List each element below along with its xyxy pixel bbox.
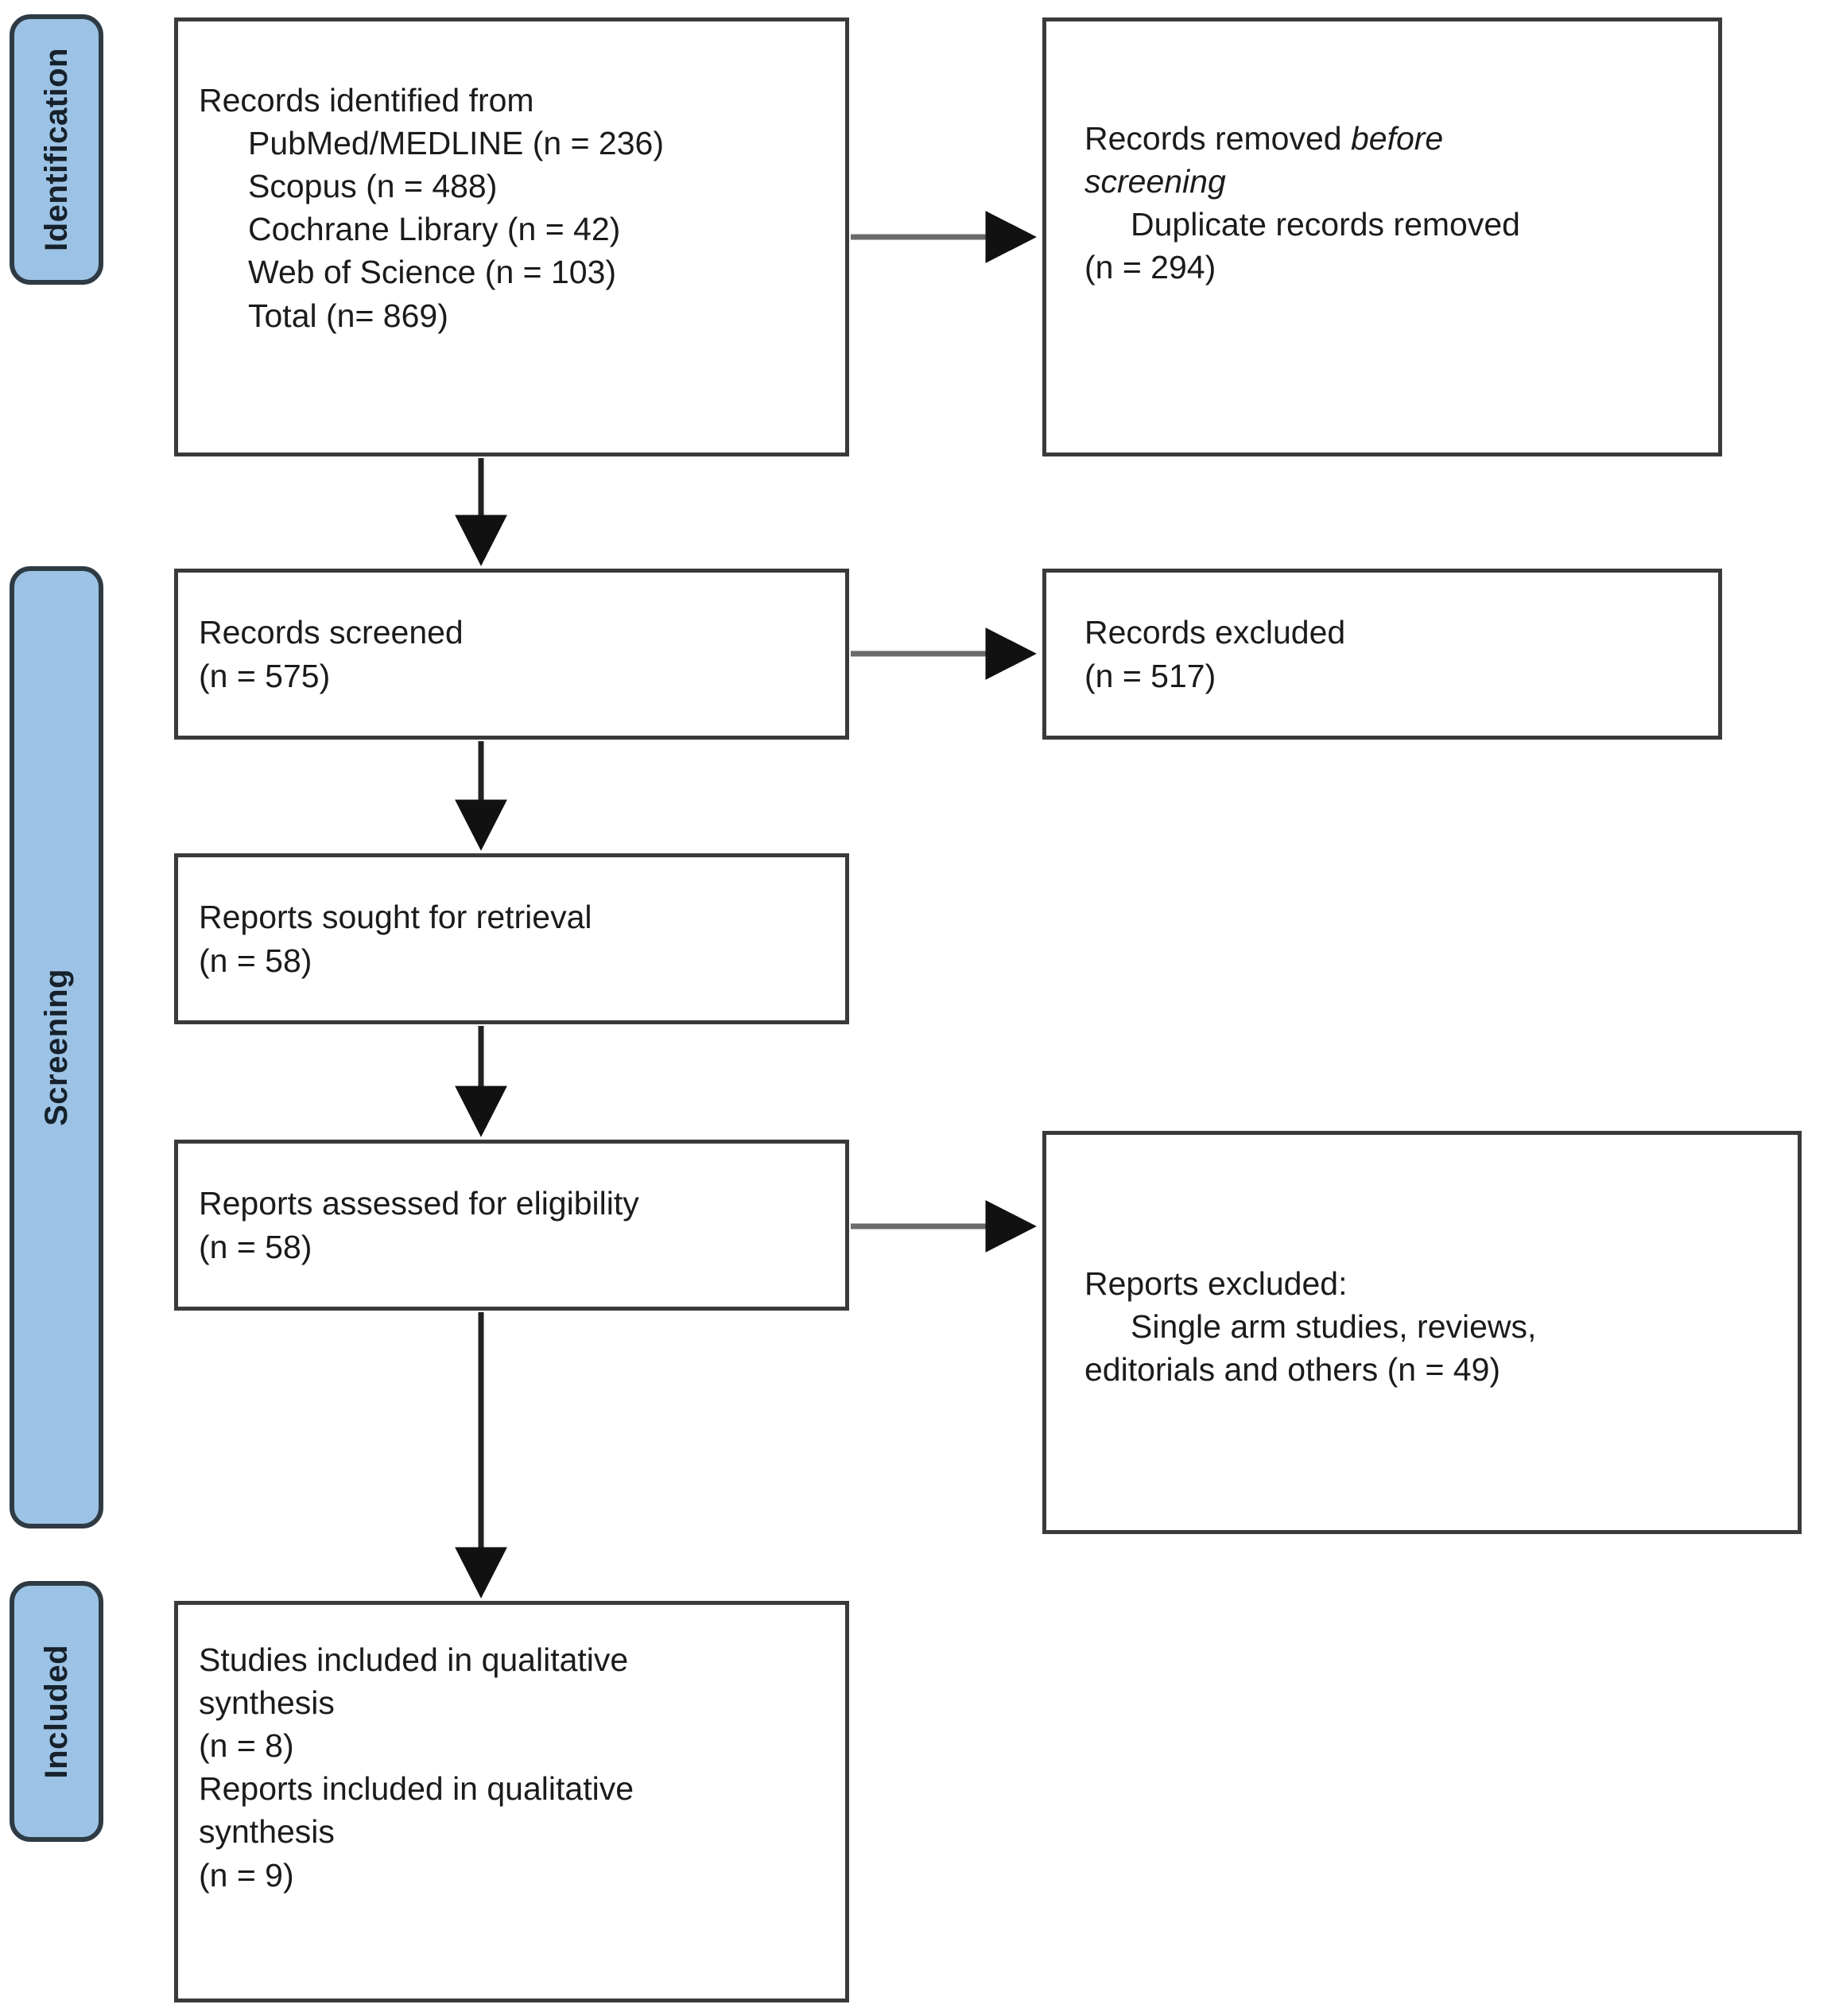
reports-assessed-line-1: (n = 58) <box>199 1228 312 1265</box>
reports-sought-line-1: (n = 58) <box>199 942 312 979</box>
records-removed-before-screening-box: Records removed before screening Duplica… <box>1042 17 1722 456</box>
studies-included-line-2: (n = 8) <box>199 1727 294 1765</box>
records-removed-italic-before: before <box>1350 120 1444 157</box>
records-identified-line-4: Web of Science (n = 103) <box>248 254 617 291</box>
records-removed-line-2: Duplicate records removed <box>1131 206 1520 243</box>
stage-label-identification: Identification <box>10 14 103 285</box>
records-identified-line-0: Records identified from <box>199 82 534 118</box>
studies-included-box: Studies included in qualitative synthesi… <box>174 1601 849 2002</box>
studies-included-line-3: Reports included in qualitative <box>199 1770 634 1808</box>
reports-assessed-for-eligibility-box: Reports assessed for eligibility (n = 58… <box>174 1140 849 1311</box>
reports-excluded-line-2: editorials and others (n = 49) <box>1084 1351 1501 1389</box>
records-identified-line-5: Total (n= 869) <box>248 297 448 334</box>
records-screened-line-0: Records screened <box>199 614 464 651</box>
studies-included-line-4: synthesis <box>199 1813 335 1851</box>
studies-included-line-5: (n = 9) <box>199 1856 294 1894</box>
stage-label-included-text: Included <box>38 1644 74 1779</box>
records-removed-prefix: Records removed <box>1084 120 1351 157</box>
reports-sought-for-retrieval-box: Reports sought for retrieval (n = 58) <box>174 853 849 1024</box>
records-removed-italic-screening: screening <box>1084 163 1226 200</box>
records-identified-line-3: Cochrane Library (n = 42) <box>248 211 621 248</box>
reports-excluded-box: Reports excluded: Single arm studies, re… <box>1042 1131 1802 1534</box>
records-screened-box: Records screened (n = 575) <box>174 569 849 740</box>
stage-label-screening-text: Screening <box>38 969 74 1126</box>
studies-included-line-0: Studies included in qualitative <box>199 1641 629 1678</box>
records-excluded-line-1: (n = 517) <box>1084 657 1216 694</box>
records-identified-line-2: Scopus (n = 488) <box>248 168 498 205</box>
records-screened-line-1: (n = 575) <box>199 657 331 694</box>
stage-label-identification-text: Identification <box>38 48 74 251</box>
records-identified-box: Records identified from PubMed/MEDLINE (… <box>174 17 849 456</box>
records-removed-line-1: screening <box>1084 160 1697 203</box>
reports-excluded-line-1: Single arm studies, reviews, <box>1131 1308 1537 1346</box>
records-removed-line-0: Records removed before <box>1084 117 1697 160</box>
reports-assessed-line-0: Reports assessed for eligibility <box>199 1185 639 1222</box>
records-removed-line-3: (n = 294) <box>1084 249 1216 286</box>
reports-excluded-line-0: Reports excluded: <box>1084 1265 1348 1302</box>
records-excluded-box: Records excluded (n = 517) <box>1042 569 1722 740</box>
stage-label-included: Included <box>10 1581 103 1842</box>
records-identified-line-1: PubMed/MEDLINE (n = 236) <box>248 125 664 162</box>
reports-sought-line-0: Reports sought for retrieval <box>199 899 592 936</box>
records-excluded-line-0: Records excluded <box>1084 614 1346 651</box>
stage-label-screening: Screening <box>10 566 103 1529</box>
studies-included-line-1: synthesis <box>199 1684 335 1722</box>
